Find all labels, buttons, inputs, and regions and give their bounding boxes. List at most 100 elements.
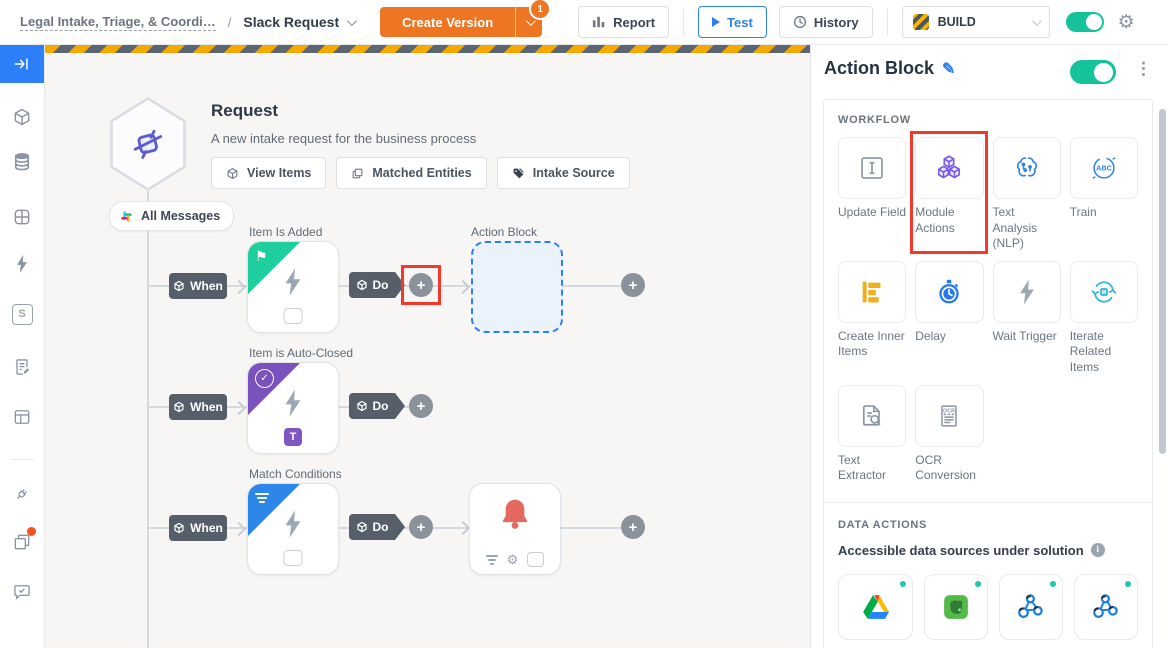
sidebar-item-interfaces[interactable]: [11, 406, 33, 428]
add-action-button[interactable]: +: [621, 515, 645, 539]
filter-icon: [255, 493, 269, 503]
when-label: When: [190, 521, 223, 535]
source-jira[interactable]: Jira: [1074, 573, 1138, 648]
add-action-button[interactable]: +: [409, 394, 433, 418]
tile-delay[interactable]: Delay: [915, 260, 984, 376]
do-label: Do: [372, 399, 389, 413]
action-block-panel: Action Block ✎ ⋮ WORKFLOW Update Field: [810, 45, 1168, 648]
connected-dot: [1050, 580, 1057, 587]
do-tag[interactable]: Do: [349, 393, 405, 419]
toolbar-divider: [683, 9, 685, 35]
tile-label: Delay: [915, 328, 946, 343]
view-items-button[interactable]: View Items: [211, 157, 327, 189]
report-button[interactable]: Report: [578, 6, 670, 38]
build-hazard-icon: [912, 14, 929, 30]
sidebar-item-module[interactable]: [11, 106, 33, 128]
kebab-menu-icon[interactable]: ⋮: [1135, 59, 1152, 78]
trigger-node-auto-closed[interactable]: ✓ T: [247, 362, 339, 454]
tile-update-field[interactable]: Update Field: [838, 137, 907, 252]
tile-wait-trigger[interactable]: Wait Trigger: [992, 260, 1061, 376]
cube-icon: [356, 521, 367, 533]
tile-label: Create Inner Items: [838, 328, 905, 359]
node-checkbox[interactable]: [527, 552, 545, 567]
do-tag[interactable]: Do: [349, 272, 405, 298]
sidebar-item-approvals[interactable]: [11, 581, 33, 603]
tile-ocr-conversion[interactable]: OCR OCR Conversion: [915, 384, 984, 484]
intake-hexagon-node[interactable]: [112, 100, 184, 188]
info-icon[interactable]: i: [1090, 543, 1105, 558]
history-button[interactable]: History: [778, 6, 873, 38]
environment-label: BUILD: [937, 15, 976, 29]
sidebar-item-datasources[interactable]: [11, 151, 33, 173]
ocr-conversion-icon: OCR: [941, 404, 958, 427]
sidebar-item-forms[interactable]: [11, 356, 33, 378]
source-circleci[interactable]: CircleCi: [999, 573, 1064, 648]
panel-scrollbar[interactable]: [1159, 109, 1166, 454]
all-messages-chip[interactable]: All Messages: [109, 201, 235, 231]
when-tag[interactable]: When: [169, 515, 227, 541]
sidebar-item-apps[interactable]: [11, 206, 33, 228]
s-icon: S: [11, 303, 33, 325]
layout-icon: [14, 410, 30, 424]
test-button[interactable]: Test: [698, 6, 767, 38]
tutorial-highlight-box: [401, 265, 441, 305]
toggle-knob: [1094, 62, 1113, 82]
module-selector[interactable]: Slack Request: [243, 14, 357, 30]
trigger-node-item-added[interactable]: ⚑: [247, 241, 339, 333]
source-google-drive[interactable]: Google Driv…: [838, 573, 914, 648]
matched-entities-button[interactable]: Matched Entities: [336, 157, 487, 189]
toggle-knob: [1085, 14, 1102, 30]
action-block-placeholder[interactable]: [471, 241, 563, 333]
intake-source-button[interactable]: Intake Source: [496, 157, 630, 189]
add-action-button[interactable]: +: [409, 273, 433, 297]
sidebar-item-triggers[interactable]: [11, 253, 33, 275]
breadcrumb[interactable]: Legal Intake, Triage, & Coordi…: [20, 13, 216, 31]
connected-dot: [975, 580, 982, 587]
notification-action-node[interactable]: ⚙: [469, 483, 561, 575]
tile-label: Wait Trigger: [992, 328, 1057, 343]
data-source-tiles: Google Driv… Evernote: [838, 573, 1138, 648]
source-evernote[interactable]: Evernote: [924, 573, 989, 648]
workflow-tiles: Update Field Module Actions: [838, 131, 1138, 484]
sidebar-collapse-button[interactable]: [0, 45, 44, 83]
workflow-canvas[interactable]: Request A new intake request for the bus…: [45, 45, 810, 648]
trigger-buttons: View Items Matched Entities Intake Sourc…: [211, 157, 630, 189]
workflow-section-label: WORKFLOW: [838, 114, 911, 126]
do-tag-tail: [395, 514, 405, 540]
sidebar-item-connectors[interactable]: [11, 483, 33, 505]
add-action-button[interactable]: +: [621, 273, 645, 297]
tile-text-extractor[interactable]: Text Extractor: [838, 384, 907, 484]
tile-label: Iterate Related Items: [1069, 328, 1112, 374]
trigger-node-match-conditions[interactable]: [247, 483, 339, 575]
google-drive-icon: [862, 594, 889, 619]
add-action-button[interactable]: +: [409, 515, 433, 539]
sidebar-item-solutions[interactable]: S: [11, 303, 33, 325]
tile-text-analysis[interactable]: Text Analysis (NLP): [992, 137, 1061, 252]
tile-train[interactable]: ABC Train: [1069, 137, 1138, 252]
tile-module-actions[interactable]: Module Actions: [910, 131, 988, 254]
environment-toggle[interactable]: [1065, 12, 1104, 32]
report-label: Report: [613, 14, 656, 30]
do-tag-tail: [395, 272, 405, 298]
gear-icon[interactable]: ⚙: [1117, 11, 1135, 33]
edit-pencil-icon[interactable]: ✎: [942, 60, 956, 78]
actions-card: WORKFLOW Update Field Module Actions: [823, 99, 1153, 648]
do-tag[interactable]: Do: [349, 514, 405, 540]
t-badge: T: [284, 428, 302, 446]
node-checkbox[interactable]: [283, 550, 303, 566]
tag-icon: [513, 167, 524, 178]
action-block-label: Action Block: [471, 225, 538, 239]
block-enabled-toggle[interactable]: [1070, 60, 1116, 84]
create-version-button[interactable]: Create Version 1: [380, 0, 552, 37]
filter-icon: [485, 554, 498, 565]
environment-select[interactable]: BUILD: [901, 6, 1050, 38]
tile-iterate-related-items[interactable]: Iterate Related Items: [1069, 260, 1138, 376]
chevron-down-icon: [347, 15, 357, 26]
lightning-icon: [285, 388, 301, 417]
when-tag[interactable]: When: [169, 273, 227, 299]
node-checkbox[interactable]: [283, 308, 303, 324]
sidebar-item-library[interactable]: [11, 531, 33, 553]
when-tag[interactable]: When: [169, 394, 227, 420]
chevron-down-icon: [1031, 15, 1042, 26]
tile-create-inner-items[interactable]: Create Inner Items: [838, 260, 907, 376]
